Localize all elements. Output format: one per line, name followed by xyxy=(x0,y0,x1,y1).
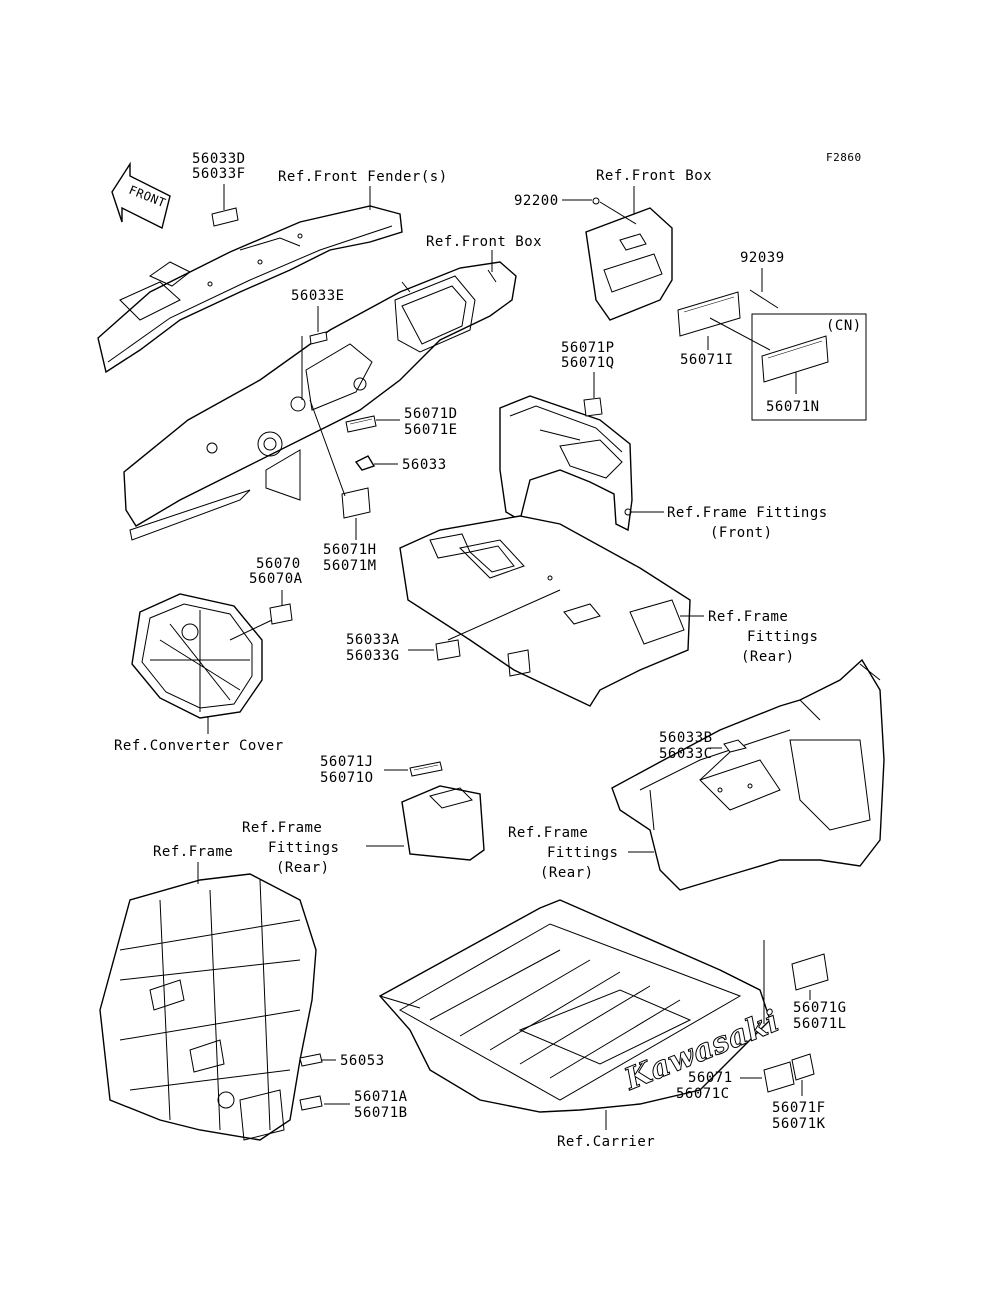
callout-ref-carrier-text: Ref.Carrier xyxy=(557,1134,655,1150)
callout-56033b-56033c: 56033B 56033C xyxy=(659,730,747,781)
rear-body-illustration xyxy=(611,658,885,891)
callout-ref-front-box-2: Ref.Front Box xyxy=(596,168,712,214)
callout-56053-text: 56053 xyxy=(340,1053,385,1069)
front-box-lid-illustration xyxy=(585,197,673,321)
dash-panel-illustration xyxy=(123,261,517,541)
figure-code: F2860 xyxy=(826,151,862,164)
callout-ref-carrier: Ref.Carrier xyxy=(557,1110,655,1150)
callout-56071j: 56071J xyxy=(320,754,374,770)
callout-56053: 56053 xyxy=(299,1053,385,1069)
front-frame-fittings-illustration xyxy=(499,395,633,532)
callout-ref-frame-fittings-rear-a-2: Fittings xyxy=(747,629,818,645)
callout-56033a-56033g: 56033A 56033G xyxy=(346,589,561,664)
cn-box: (CN) 56071N xyxy=(751,313,867,421)
callout-56033: 56033 xyxy=(354,455,447,473)
callout-ref-front-fender: Ref.Front Fender(s) xyxy=(278,169,448,210)
callout-56071a: 56071A xyxy=(354,1089,408,1105)
callout-56033e: 56033E xyxy=(291,288,345,400)
callout-56033f: 56033F xyxy=(192,166,246,182)
callout-56033g: 56033G xyxy=(346,648,400,664)
callout-ref-frame-fittings-rear-a-1: Ref.Frame xyxy=(708,609,788,625)
callout-92039-text: 92039 xyxy=(740,250,785,266)
callout-56071g-56071l: 56071G 56071L xyxy=(763,940,847,1032)
decal-56033d xyxy=(211,207,239,227)
callout-ref-front-box-1: Ref.Front Box xyxy=(426,234,542,272)
callout-56033b: 56033B xyxy=(659,730,713,746)
callout-56033a: 56033A xyxy=(346,632,400,648)
callout-ref-frame-fittings-rear-c-2: Fittings xyxy=(547,845,618,861)
callout-ref-front-box-1-text: Ref.Front Box xyxy=(426,234,542,250)
front-direction-arrow-icon: FRONT xyxy=(111,161,171,230)
callout-56070-56070a: 56070 56070A xyxy=(229,556,303,641)
callout-56033d: 56033D xyxy=(192,151,246,167)
callout-56071p: 56071P xyxy=(561,340,615,356)
callout-56071d: 56071D xyxy=(404,406,458,422)
frame-illustration xyxy=(99,873,317,1141)
center-console-illustration xyxy=(399,515,691,707)
callout-ref-front-box-2-text: Ref.Front Box xyxy=(596,168,712,184)
callout-56033d-56033f: 56033D 56033F xyxy=(192,151,246,210)
callout-56071h: 56071H xyxy=(323,542,377,558)
carrier-illustration xyxy=(378,899,771,1113)
callout-ref-frame-fittings-rear-b: Ref.Frame Fittings (Rear) xyxy=(242,820,404,876)
callout-56033e-text: 56033E xyxy=(291,288,345,304)
callout-ref-frame-fittings-front-2: (Front) xyxy=(710,525,773,541)
callout-ref-frame-fittings-rear-c-3: (Rear) xyxy=(540,865,594,881)
callout-56071q: 56071Q xyxy=(561,355,615,371)
callout-cn: (CN) xyxy=(826,318,862,334)
callout-56071l: 56071L xyxy=(793,1016,847,1032)
callout-ref-frame-fittings-front-1: Ref.Frame Fittings xyxy=(667,505,828,521)
callout-ref-frame: Ref.Frame xyxy=(153,844,233,884)
callout-56071f-56071k: 56071F 56071K xyxy=(772,1053,826,1132)
callout-56071b: 56071B xyxy=(354,1105,408,1121)
callout-56071j-56071o: 56071J 56071O xyxy=(320,754,443,786)
callout-ref-frame-fittings-rear-a: Ref.Frame Fittings (Rear) xyxy=(680,609,818,665)
callout-92200: 92200 xyxy=(514,193,637,225)
callout-56071c: 56071C xyxy=(676,1086,730,1102)
callout-ref-frame-text: Ref.Frame xyxy=(153,844,233,860)
converter-cover-illustration xyxy=(131,593,263,719)
callout-56070a: 56070A xyxy=(249,571,303,587)
callout-56071a-56071b: 56071A 56071B xyxy=(299,1089,408,1121)
callout-92200-text: 92200 xyxy=(514,193,559,209)
callout-56071k: 56071K xyxy=(772,1116,826,1132)
decal-56071i: 56071I xyxy=(677,291,771,368)
callout-56071f: 56071F xyxy=(772,1100,826,1116)
callout-56071e: 56071E xyxy=(404,422,458,438)
callout-56071o: 56071O xyxy=(320,770,374,786)
callout-ref-converter-cover-text: Ref.Converter Cover xyxy=(114,738,284,754)
callout-56033c: 56033C xyxy=(659,746,713,762)
callout-92039: 92039 xyxy=(740,250,785,309)
callout-ref-frame-fittings-rear-c-1: Ref.Frame xyxy=(508,825,588,841)
callout-ref-frame-fittings-front: Ref.Frame Fittings (Front) xyxy=(630,505,828,541)
callout-56070: 56070 xyxy=(256,556,301,572)
callout-56071h-56071m: 56071H 56071M xyxy=(309,399,377,574)
callout-56071m: 56071M xyxy=(323,558,377,574)
callout-56071p-56071q: 56071P 56071Q xyxy=(561,340,615,417)
callout-ref-frame-fittings-rear-c: Ref.Frame Fittings (Rear) xyxy=(508,825,654,881)
rear-mud-flap-illustration xyxy=(401,785,485,861)
callout-56071g: 56071G xyxy=(793,1000,847,1016)
callout-ref-converter-cover: Ref.Converter Cover xyxy=(114,716,284,754)
callout-ref-frame-fittings-rear-a-3: (Rear) xyxy=(741,649,795,665)
callout-ref-frame-fittings-rear-b-2: Fittings xyxy=(268,840,339,856)
callout-56071i: 56071I xyxy=(680,352,734,368)
callout-56071n: 56071N xyxy=(766,399,820,415)
callout-ref-front-fender-text: Ref.Front Fender(s) xyxy=(278,169,448,185)
callout-56071: 56071 xyxy=(688,1070,733,1086)
callout-56033-text: 56033 xyxy=(402,457,447,473)
callout-ref-frame-fittings-rear-b-1: Ref.Frame xyxy=(242,820,322,836)
front-fender-illustration xyxy=(97,205,403,374)
callout-56071-56071c: 56071 56071C xyxy=(676,1061,795,1102)
callout-56071d-56071e: 56071D 56071E xyxy=(345,406,458,438)
callout-ref-frame-fittings-rear-b-3: (Rear) xyxy=(276,860,330,876)
